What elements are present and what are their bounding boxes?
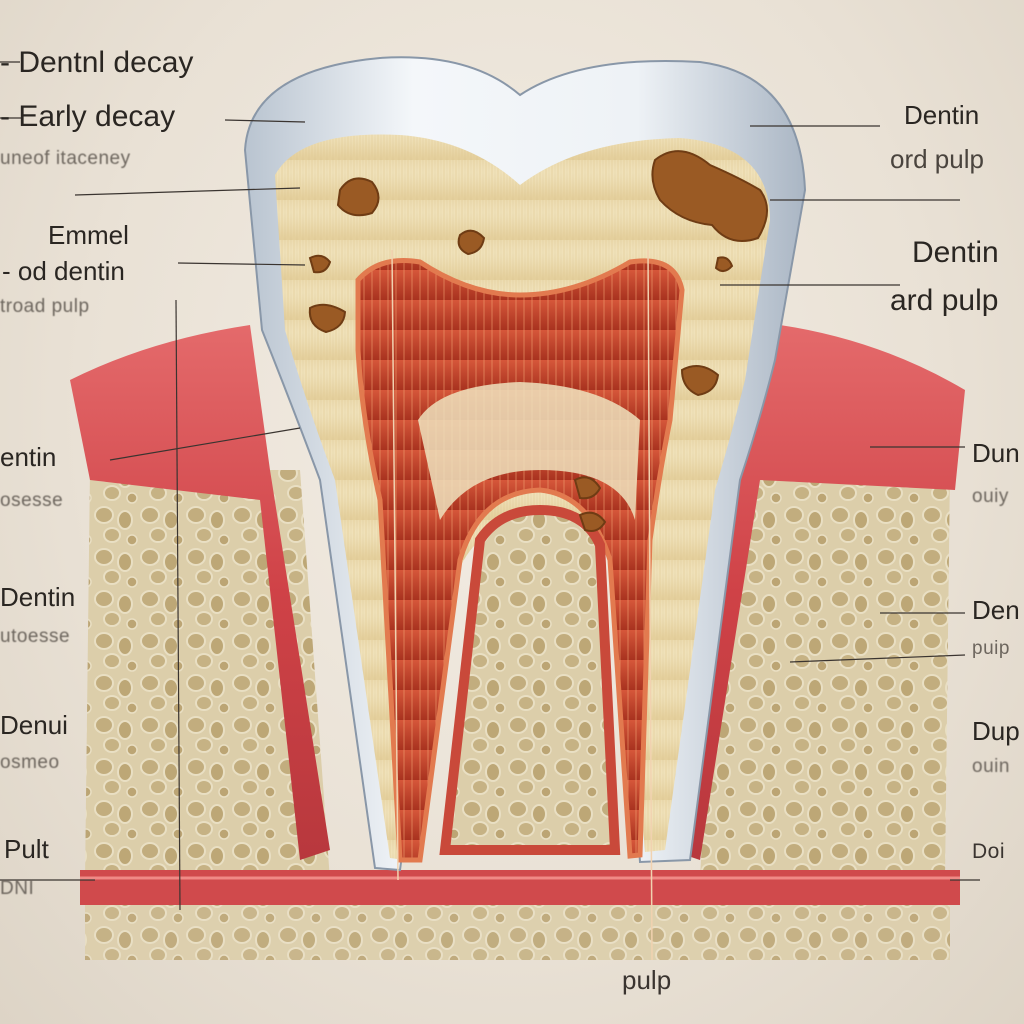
label-blurred-1: uneof itaceney [0,148,131,169]
label-dentin-right-6: Doi [972,840,1006,863]
label-dentin-right: Dentin [904,100,980,130]
label-pulp-right: ord pulp [890,144,984,174]
label-dentin-3: Dentin [0,582,76,612]
label-blurred-right-1: ouiy [972,486,1009,507]
label-dental-decay: - Dentnl decay [0,46,194,79]
label-dentin-right-3: Dun [972,438,1020,468]
decay-spots [308,150,768,532]
label-pulp-bottom: pulp [622,965,672,995]
label-pulp-right-2: ard pulp [890,284,999,317]
label-blurred-4: osmeo [0,752,60,773]
label-early-decay: - Early decay [0,100,176,133]
label-dentin-right-4: Den [972,595,1020,625]
label-pulp-2: Pult [4,834,49,864]
label-blurred-right-2: ouin [972,756,1010,777]
label-pulp-right-3: puip [972,638,1010,659]
label-blurred-2: osesse [0,490,64,511]
label-pulp-left: troad pulp [0,296,90,317]
label-dentin-4: Denui [0,710,68,740]
label-enamel: Emmel [48,220,129,250]
label-blurred-3: utoesse [0,626,71,647]
label-dentin-right-5: Dup [972,716,1020,746]
leader-lines [0,61,980,911]
label-dentin-2: entin [0,442,57,472]
label-dentin-left: - od dentin [2,256,125,286]
label-dentin-right-2: Dentin [912,236,999,269]
label-blurred-5: DNI [0,878,35,899]
